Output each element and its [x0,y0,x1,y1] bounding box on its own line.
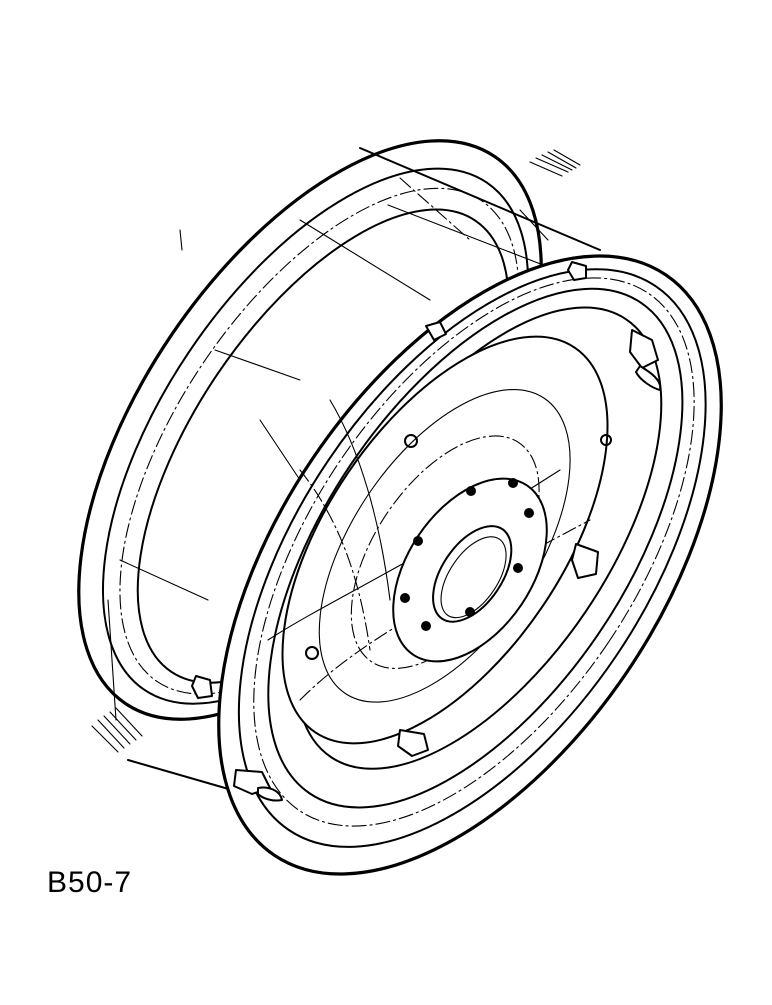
hub-center [392,477,548,663]
figure-label: B50-7 [47,866,133,899]
rim-clamp-lugs [191,261,662,802]
